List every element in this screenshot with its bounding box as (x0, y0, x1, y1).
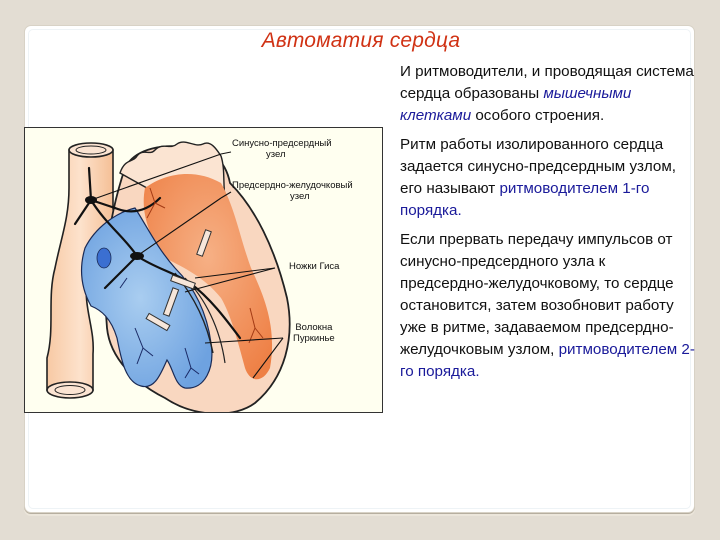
heart-conduction-diagram: Синусно-предсердный узел Предсердно-желу… (24, 127, 383, 413)
label-av-node: Предсердно-желудочковый узел (232, 180, 353, 202)
label-av-node-line2: узел (290, 191, 310, 202)
paragraph-2-highlight: ритмоводителем 1-го порядка. (400, 180, 650, 219)
label-purkinje-line1: Волокна (295, 322, 333, 333)
heart-illustration (46, 141, 291, 412)
paragraph-2-text: Ритм работы изолированного сердца задает… (400, 136, 676, 197)
paragraph-3: Если прервать передачу импульсов от сину… (400, 229, 695, 383)
paragraph-1-highlight: мышечными клетками (400, 85, 632, 124)
label-sa-node: Синусно-предсердный узел (232, 138, 332, 160)
paragraph-3-highlight: ритмоводителем 2-го порядка. (400, 341, 695, 380)
slide-title: Автоматия сердца (261, 29, 461, 52)
label-his-bundle: Ножки Гиса (289, 261, 340, 272)
paragraph-3-text: Если прервать передачу импульсов от сину… (400, 231, 674, 358)
label-av-node-line1: Предсердно-желудочковый (232, 180, 353, 191)
label-sa-node-line1: Синусно-предсердный (232, 138, 332, 149)
paragraph-1-tail: особого строения. (471, 107, 605, 124)
label-purkinje: Волокна Пуркинье (293, 322, 335, 344)
paragraph-1-text: И ритмоводители, и проводящая система се… (400, 63, 694, 102)
paragraph-2: Ритм работы изолированного сердца задает… (400, 134, 695, 222)
label-sa-node-line2: узел (266, 149, 286, 160)
paragraph-1: И ритмоводители, и проводящая система се… (400, 61, 695, 127)
body-text: И ритмоводители, и проводящая система се… (400, 61, 695, 390)
label-purkinje-line2: Пуркинье (293, 333, 335, 344)
